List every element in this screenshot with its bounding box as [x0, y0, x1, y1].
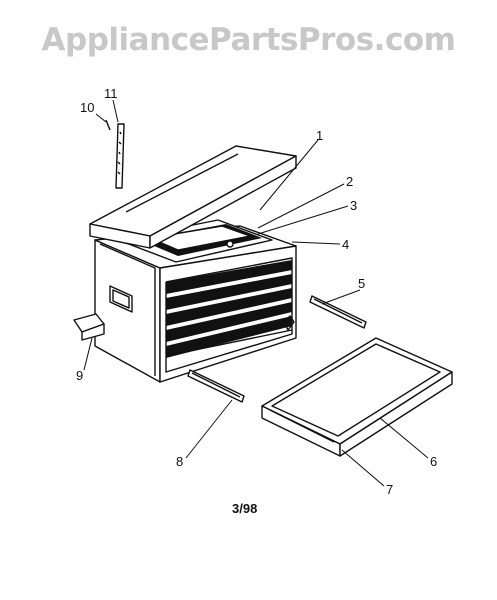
callout-5: 5 — [358, 276, 365, 291]
lid-stay — [105, 119, 125, 189]
top-tray — [117, 219, 273, 263]
drawer-slide-right — [309, 295, 367, 329]
callout-labels: 1 2 3 4 5 6 7 8 9 10 11 — [76, 86, 437, 497]
watermark: AppliancePartsPros.com — [41, 22, 456, 58]
drawer-slide-left — [187, 369, 245, 403]
callout-9: 9 — [76, 368, 83, 383]
callout-6: 6 — [430, 454, 437, 469]
side-handle — [109, 285, 133, 313]
callout-3: 3 — [350, 198, 357, 213]
callout-7: 7 — [386, 482, 393, 497]
callout-10: 10 — [80, 100, 94, 115]
leader-lines — [83, 99, 429, 487]
callout-1: 1 — [316, 128, 323, 143]
callout-4: 4 — [342, 237, 349, 252]
front-lock — [226, 240, 234, 248]
callout-8: 8 — [176, 454, 183, 469]
handle-part — [73, 313, 105, 341]
drawer — [261, 337, 453, 457]
callout-2: 2 — [346, 174, 353, 189]
drawer-stack — [165, 260, 293, 358]
revision-date: 3/98 — [232, 501, 258, 516]
chest-lid — [89, 145, 297, 249]
slide-pin — [283, 315, 295, 331]
callout-11: 11 — [104, 86, 118, 101]
